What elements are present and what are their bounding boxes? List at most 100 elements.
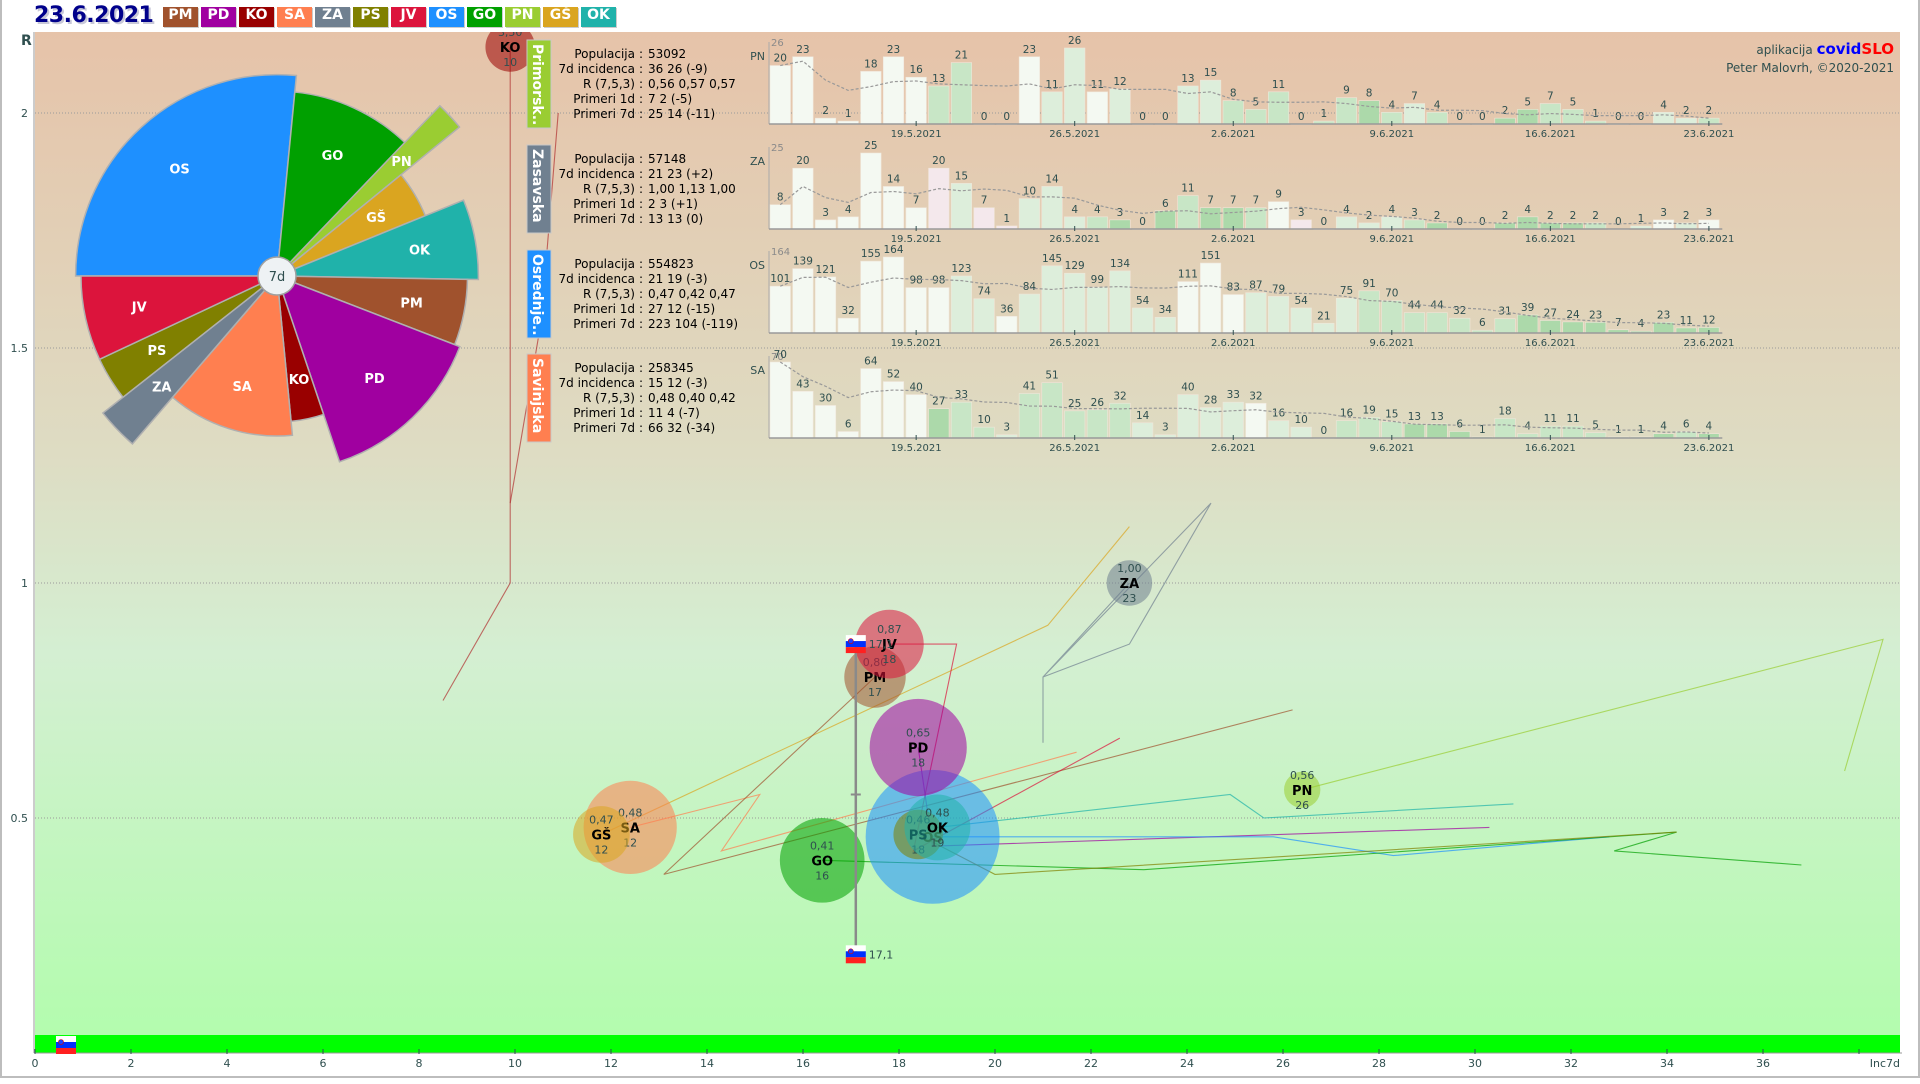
trail-ko: [442, 47, 511, 701]
legend-chip-gš[interactable]: GŠ: [543, 7, 578, 27]
daily-bar-label: 15: [1204, 67, 1217, 79]
daily-bar-label: 3: [1162, 422, 1169, 434]
daily-bar-label: 2: [1570, 210, 1577, 222]
legend-chip-pn[interactable]: PN: [505, 7, 540, 27]
region-tab[interactable]: Osrednje..: [526, 249, 552, 339]
region-tab[interactable]: Savinjska: [526, 353, 552, 443]
daily-bar: [882, 256, 905, 334]
daily-bar: [769, 204, 791, 230]
legend-chip-jv[interactable]: JV: [391, 7, 426, 27]
stat-colon: :: [639, 197, 643, 211]
date-label: 2.6.2021: [1211, 234, 1256, 245]
pie-slice-label: GŠ: [366, 210, 386, 226]
region-tab[interactable]: Primorsk..: [526, 39, 552, 129]
legend-chip-pm[interactable]: PM: [163, 7, 198, 27]
legend-chip-ko[interactable]: KO: [239, 7, 274, 27]
daily-bar: [860, 368, 882, 439]
daily-bar-label: 10: [977, 414, 990, 426]
daily-bar-label: 91: [1362, 278, 1375, 290]
flag-blue: [56, 1042, 76, 1048]
daily-bar-label: 4: [1638, 318, 1645, 330]
moving-average-line: [779, 185, 1709, 225]
legend-chip-sa[interactable]: SA: [277, 7, 312, 27]
pie-slice-label: KO: [289, 373, 310, 388]
stat-label: Primeri 1d: [573, 92, 635, 106]
daily-bar-label: 0: [1615, 216, 1622, 228]
bar-max-label: 70: [771, 352, 784, 363]
daily-bar-label: 70: [1385, 288, 1398, 300]
legend-chip-go[interactable]: GO: [467, 7, 502, 27]
legend-chip-ok[interactable]: OK: [581, 7, 616, 27]
daily-bar: [1358, 222, 1380, 230]
bubble-incidence: 23: [1122, 592, 1136, 605]
daily-bar: [1268, 420, 1290, 439]
pie-slice-ok[interactable]: OK: [276, 199, 480, 281]
bubble-circle: [904, 794, 971, 861]
stat-value: 21 23 (+2): [648, 167, 713, 181]
daily-bar: [928, 408, 950, 439]
legend-chip-ps[interactable]: PS: [353, 7, 388, 27]
daily-bar: [1403, 423, 1425, 439]
legend-chip-os[interactable]: OS: [429, 7, 464, 27]
stat-value: 0,47 0,42 0,47: [648, 287, 736, 301]
stat-colon: :: [639, 361, 643, 375]
daily-bar-label: 16: [909, 64, 923, 76]
pie-slice-os[interactable]: OS: [74, 73, 298, 277]
daily-bar: [1086, 409, 1108, 439]
daily-bar: [1290, 219, 1312, 230]
daily-bar-label: 20: [774, 53, 787, 65]
pie-slice-pd[interactable]: PD: [275, 274, 461, 463]
stat-value: 2 3 (+1): [648, 197, 698, 211]
pie-slice-jv[interactable]: JV: [80, 275, 278, 361]
daily-bar-label: 7: [981, 195, 988, 207]
pie-slice-pn[interactable]: PN: [276, 104, 461, 277]
region-tab[interactable]: Zasavska: [526, 144, 552, 234]
stat-colon: :: [639, 92, 643, 106]
region-name: Primorsk..: [529, 44, 545, 125]
daily-bar-label: 26: [1091, 397, 1105, 409]
daily-bar-label: 1: [1479, 424, 1486, 436]
legend-chip-pd[interactable]: PD: [201, 7, 236, 27]
y-tick-label: 1.5: [11, 342, 29, 355]
flag-blue: [845, 951, 866, 958]
date-label: 19.5.2021: [891, 129, 942, 140]
daily-bar: [1200, 207, 1222, 230]
stat-label: Populacija: [574, 152, 635, 166]
stat-colon: :: [639, 287, 643, 301]
daily-bar-label: 5: [1570, 96, 1577, 108]
daily-bar: [905, 207, 927, 230]
slovenia-incidence-label: 17,1: [869, 948, 894, 961]
daily-bar: [1358, 100, 1380, 125]
daily-bar-label: 2: [1683, 105, 1690, 117]
region-tab-background: [526, 39, 552, 129]
daily-bar-label: 87: [1249, 280, 1262, 292]
pie-slice-go[interactable]: GO: [276, 91, 406, 279]
daily-bar: [792, 167, 814, 230]
stat-label: Primeri 7d: [573, 317, 635, 331]
date-label: 19.5.2021: [891, 443, 942, 454]
daily-bar-label: 39: [1521, 302, 1534, 314]
bubble-incidence: 17: [868, 686, 882, 699]
pie-slice-za[interactable]: ZA: [101, 275, 278, 445]
region-tab-background: [526, 353, 552, 443]
date-label: 26.5.2021: [1049, 338, 1100, 349]
legend-chip-za[interactable]: ZA: [315, 7, 350, 27]
daily-bar-label: 151: [1201, 250, 1221, 262]
stat-colon: :: [639, 391, 643, 405]
date-label: 23.6.2021: [1683, 234, 1734, 245]
slovenia-flag-icon: [845, 635, 866, 654]
daily-bar: [1653, 219, 1675, 230]
daily-bar-label: 32: [1249, 390, 1262, 402]
daily-bar-label: 18: [1498, 405, 1511, 417]
flag-red: [845, 957, 866, 964]
pie-slice-sa[interactable]: SA: [171, 274, 294, 437]
